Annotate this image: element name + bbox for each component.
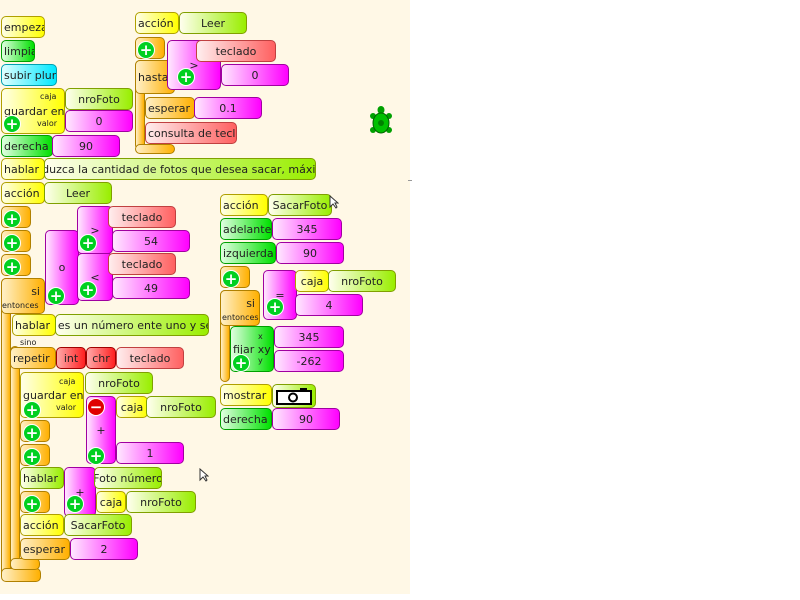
text-value[interactable]: No es un número ente uno y seis. [55,314,209,336]
number-value[interactable]: 0.1 [194,97,262,119]
box-block[interactable]: caja [116,396,148,418]
plus-icon[interactable]: + [137,41,155,59]
repeat-frame[interactable] [10,346,20,568]
plus-icon[interactable]: + [266,298,284,316]
repeat-block[interactable]: repetir [10,347,56,369]
number-value[interactable]: 0 [65,110,133,132]
speak-block[interactable]: hablar [1,158,45,180]
store-in-block[interactable]: guardar en [1,88,65,134]
action-name-value[interactable]: Leer [179,12,247,34]
if-else-bottom[interactable] [1,568,41,582]
plus-icon[interactable]: + [222,270,240,288]
action-block[interactable]: acción [220,194,268,216]
action-name-value[interactable]: Leer [44,182,112,204]
until-bottom[interactable] [135,144,175,154]
plus-icon[interactable]: + [47,287,65,305]
right-block[interactable]: derecha [220,408,272,430]
action-block[interactable]: acción [1,182,45,204]
number-value[interactable]: 345 [274,326,344,348]
camera-media-block[interactable] [272,384,316,408]
number-value[interactable]: 90 [272,408,340,430]
keyboard-sensor[interactable]: teclado [116,347,184,369]
box-label: caja [40,92,57,101]
plus-icon[interactable]: + [66,495,84,513]
keyboard-query-block[interactable]: consulta de teclado [145,122,237,144]
plus-icon[interactable]: + [79,281,97,299]
keyboard-sensor[interactable]: teclado [108,253,176,275]
wait-block[interactable]: esperar [145,97,195,119]
turtle-icon[interactable] [369,106,393,136]
action-block[interactable]: acción [135,12,179,34]
mouse-cursor-icon [329,194,340,213]
value-label: valor [56,403,77,412]
plus-icon[interactable]: + [79,234,97,252]
plus-icon[interactable]: + [23,401,41,419]
clear-block[interactable]: limpiar [1,40,35,62]
text-value[interactable]: Foto número [94,467,162,489]
left-block[interactable]: izquierda [220,242,276,264]
if-block[interactable]: si [220,290,260,326]
plus-icon[interactable]: + [23,495,41,513]
right-block[interactable]: derecha [1,135,53,157]
number-value[interactable]: 1 [116,442,184,464]
show-block[interactable]: mostrar [220,384,272,406]
text-value[interactable]: Introduzca la cantidad de fotos que dese… [44,158,316,180]
number-value[interactable]: 2 [70,538,138,560]
forward-block[interactable]: adelante [220,218,272,240]
box-name-value[interactable]: nroFoto [146,396,216,418]
number-value[interactable]: 4 [295,294,363,316]
y-label: y [258,356,263,365]
pen-up-block[interactable]: subir pluma [1,64,57,86]
keyboard-sensor[interactable]: teclado [108,206,176,228]
box-name-value[interactable]: nroFoto [126,491,196,513]
speak-block[interactable]: hablar [12,314,56,336]
number-value[interactable]: 49 [112,277,190,299]
divider [408,180,412,181]
box-name-value[interactable]: nroFoto [85,372,153,394]
action-name-value[interactable]: SacarFoto [64,514,132,536]
then-label: entonces [2,301,39,310]
plus-icon[interactable]: + [87,447,105,465]
number-value[interactable]: 90 [276,242,344,264]
box-name-value[interactable]: nroFoto [65,88,133,110]
minus-icon[interactable]: − [87,398,105,416]
then-label: entonces [222,313,259,322]
x-label: x [258,332,263,341]
chr-block[interactable]: chr [86,347,116,369]
if-else-block[interactable]: si [1,278,45,314]
value-label: valor [37,119,58,128]
number-value[interactable]: -262 [274,350,344,372]
camera-icon [276,388,312,405]
plus-icon[interactable]: + [23,424,41,442]
plus-icon[interactable]: + [3,258,21,276]
number-value[interactable]: 90 [52,135,120,157]
number-value[interactable]: 54 [112,230,190,252]
box-name-value[interactable]: nroFoto [328,270,396,292]
plus-icon[interactable]: + [3,234,21,252]
box-block[interactable]: caja [295,270,329,292]
action-block[interactable]: acción [20,514,64,536]
action-name-value[interactable]: SacarFoto [268,194,332,216]
speak-block[interactable]: hablar [20,467,64,489]
plus-icon[interactable]: + [3,115,21,133]
plus-icon[interactable]: + [177,68,195,86]
box-label: caja [59,377,76,386]
keyboard-sensor[interactable]: teclado [196,40,276,62]
mouse-cursor-icon [199,467,210,486]
else-label: sino [20,338,37,347]
int-block[interactable]: int [56,347,86,369]
number-value[interactable]: 0 [221,64,289,86]
plus-icon[interactable]: + [23,448,41,466]
set-xy-block[interactable]: fijar xy [230,326,274,372]
wait-block[interactable]: esperar [20,538,70,560]
start-block[interactable]: empezar [1,16,45,38]
number-value[interactable]: 345 [272,218,342,240]
plus-icon[interactable]: + [3,210,21,228]
plus-icon[interactable]: + [232,354,250,372]
box-block[interactable]: caja [96,491,126,513]
